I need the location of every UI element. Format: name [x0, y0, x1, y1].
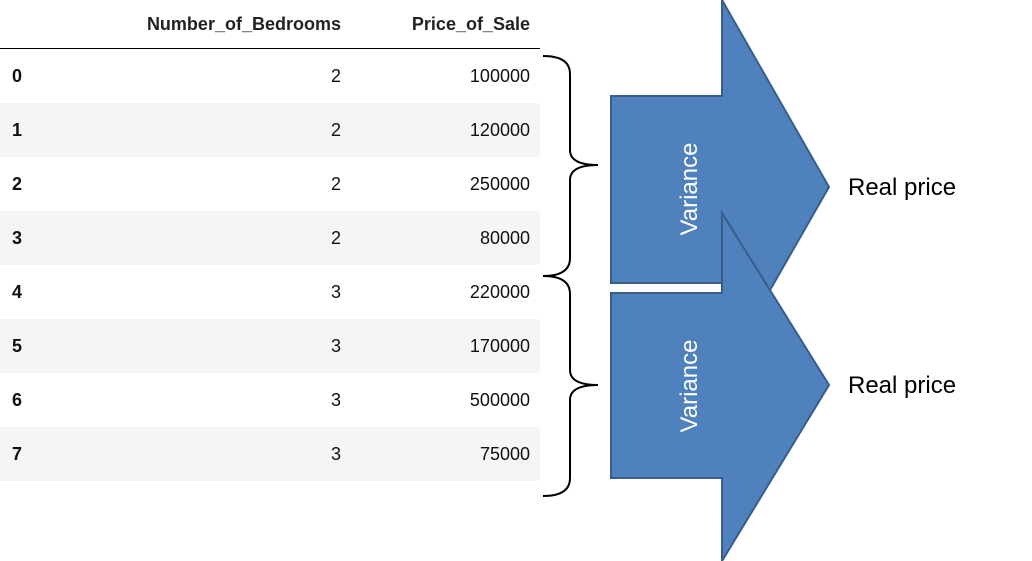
row-index: 5: [0, 319, 58, 373]
index-column-header: [0, 0, 58, 49]
table-row: 6 3 500000: [0, 373, 540, 427]
bedrooms-cell: 2: [330, 65, 341, 86]
bedrooms-cell: 3: [58, 319, 351, 373]
curly-brace-group-1: [542, 55, 599, 277]
row-index: 2: [12, 173, 23, 194]
price-cell: 100000: [469, 65, 530, 86]
table-row: 0 2 100000: [0, 49, 540, 104]
real-price-label-2: Real price: [848, 372, 957, 399]
bedrooms-cell: 2: [58, 103, 351, 157]
variance-label-1: Variance: [676, 142, 703, 236]
row-index: 0: [12, 65, 23, 86]
table-header-row: Number_of_Bedrooms Price_of_Sale: [0, 0, 540, 49]
variance-arrow-2: [610, 209, 831, 561]
row-index: 6: [12, 389, 23, 410]
bedrooms-cell: 3: [58, 427, 351, 481]
dataframe-table: Number_of_Bedrooms Price_of_Sale 0 2 100…: [0, 0, 540, 481]
variance-arrow-1: [610, 0, 831, 378]
price-cell: 80000: [350, 211, 540, 265]
table-row: 4 3 220000: [0, 265, 540, 319]
price-cell: 120000: [350, 103, 540, 157]
price-cell: 170000: [350, 319, 540, 373]
bedrooms-cell: 2: [58, 211, 351, 265]
price-column-header: Price_of_Sale: [350, 0, 540, 49]
row-index: 3: [0, 211, 58, 265]
row-index: 7: [0, 427, 58, 481]
table-row: 7 3 75000: [0, 427, 540, 481]
price-cell: 250000: [469, 173, 530, 194]
table-row: 2 2 250000: [0, 157, 540, 211]
bedrooms-cell: 2: [330, 173, 341, 194]
price-cell: 500000: [469, 389, 530, 410]
bedrooms-column-header: Number_of_Bedrooms: [58, 0, 351, 49]
bedrooms-cell: 3: [330, 281, 341, 302]
row-index: 1: [0, 103, 58, 157]
real-price-label-1: Real price: [848, 174, 957, 201]
variance-label-2: Variance: [676, 339, 703, 433]
price-cell: 220000: [469, 281, 530, 302]
table-row: 1 2 120000: [0, 103, 540, 157]
row-index: 4: [12, 281, 23, 302]
table-row: 5 3 170000: [0, 319, 540, 373]
bedrooms-cell: 3: [330, 389, 341, 410]
table-row: 3 2 80000: [0, 211, 540, 265]
curly-brace-group-2: [542, 275, 599, 497]
price-cell: 75000: [350, 427, 540, 481]
